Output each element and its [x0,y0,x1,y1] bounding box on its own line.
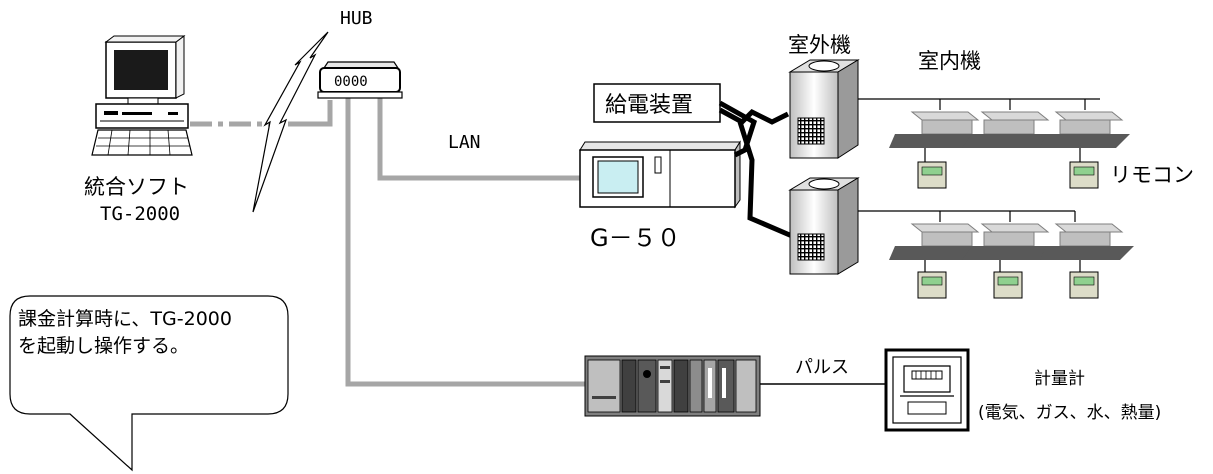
g50-controller-icon [579,140,741,209]
network-lines [190,96,585,387]
plc-cable [345,98,585,387]
lightning-to-hub-line [288,100,333,127]
pulse-label: パルス [795,357,849,378]
callout-line-1: 課金計算時に、TG-2000 [18,308,232,330]
g50-label: G－５０ [590,224,681,252]
callout-bubble [9,295,289,472]
callout-line-2: を起動し操作する。 [18,335,189,357]
lightning-link-icon [252,31,329,213]
plc-rack-icon [584,355,761,417]
pc-terminal-icon [91,35,193,156]
power-cables [718,100,793,239]
outdoor-unit-2-icon [788,177,860,275]
indoor-unit-row2-icon [889,223,1134,260]
lan-label: LAN [448,132,481,153]
svg-text:0000: 0000 [334,74,368,90]
remote-label: リモコン [1110,163,1194,187]
pc-label: 統合ソフト [84,175,189,199]
meter-label: 計量計 [1034,369,1085,389]
lan-cable [377,96,580,181]
outdoor-unit-icon [788,59,860,159]
indoor-label: 室内機 [918,49,981,73]
meter-icon [884,348,970,432]
power-supply-label: 給電装置 [605,93,693,118]
outdoor-label: 室外機 [788,33,851,57]
hub-icon: 0000 [317,61,403,99]
pc-sublabel: TG-2000 [100,203,180,225]
indoor-unit-icon [889,111,1130,148]
remote-controller-icon [917,161,1099,299]
meter-sublabel: (電気、ガス、水、熱量) [978,403,1161,423]
hub-label: HUB [340,8,373,29]
